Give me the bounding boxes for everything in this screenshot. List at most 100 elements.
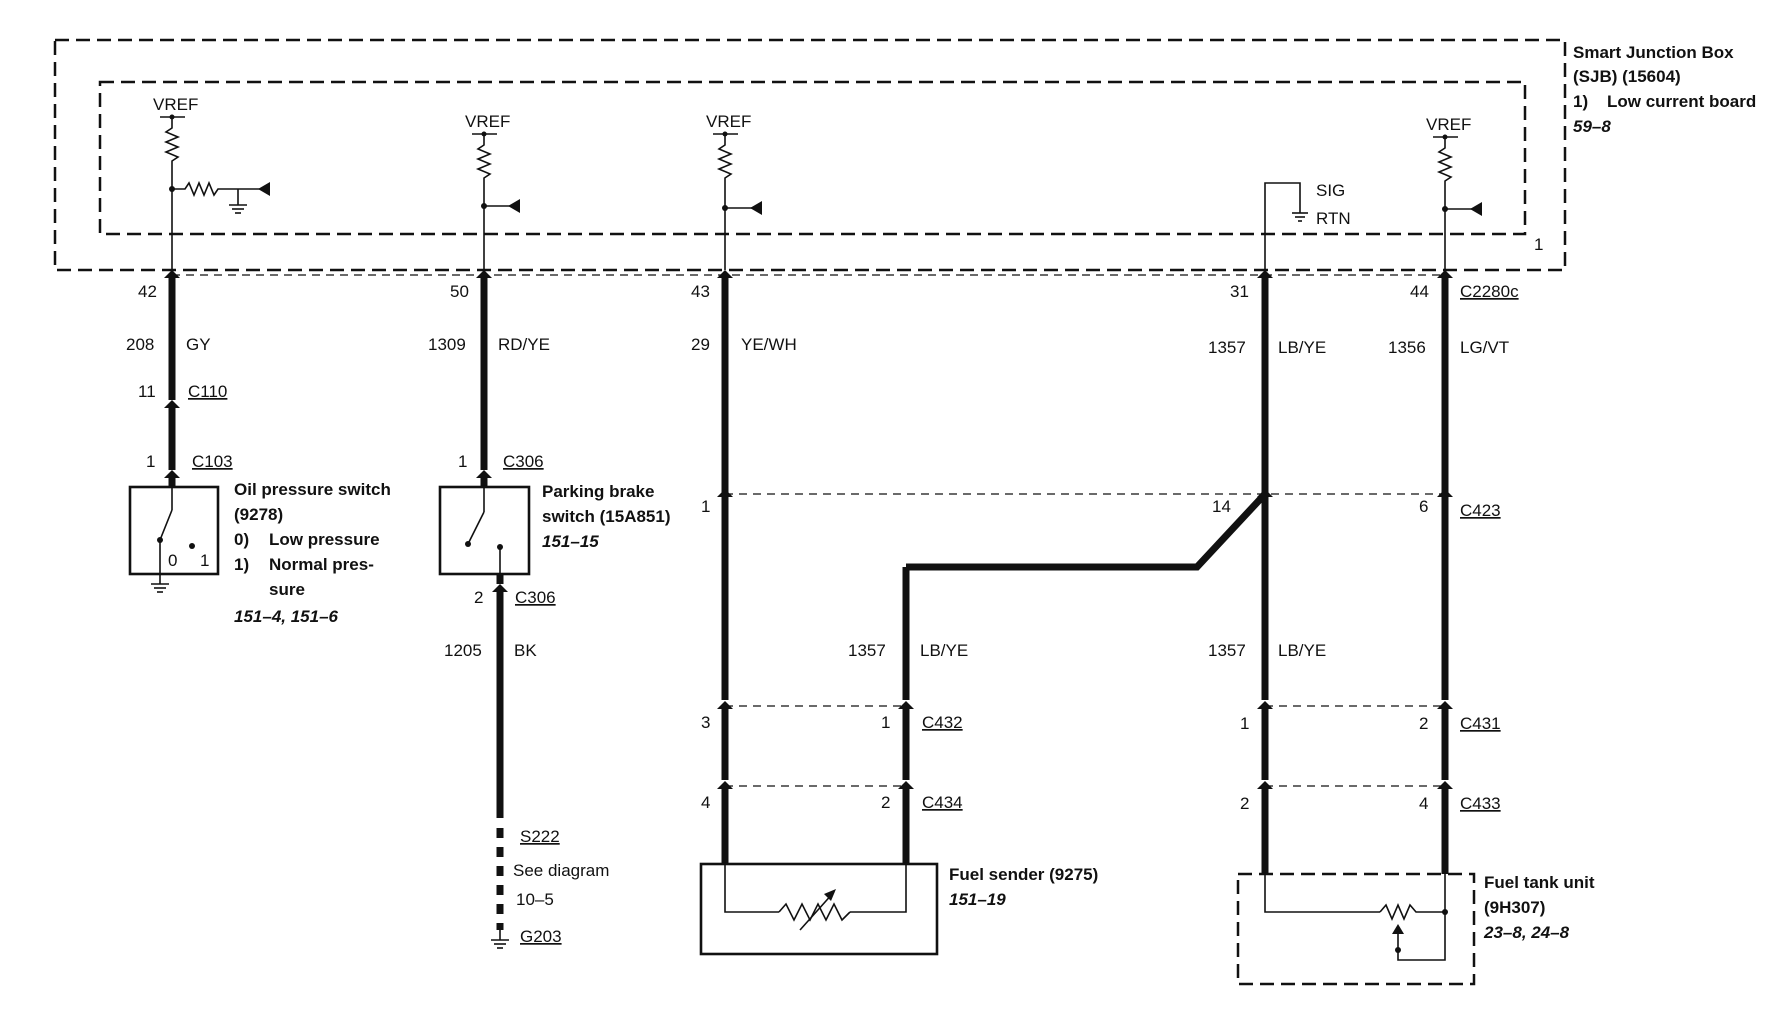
fuel-tank-part: (9H307): [1484, 898, 1545, 917]
circuit-number: 29: [691, 335, 710, 354]
sjb-vref-circuit-5: VREF: [1426, 115, 1482, 270]
pullup-resistor: [475, 134, 493, 270]
ground-symbol: [229, 204, 247, 214]
input-arrow: [258, 182, 270, 196]
pin-number: 44: [1410, 282, 1429, 301]
c110-label: C110: [188, 382, 227, 401]
fuel-tank-unit: Fuel tank unit (9H307) 23–8, 24–8: [1236, 872, 1595, 986]
wire-color: GY: [186, 335, 211, 354]
circuit-number: 208: [126, 335, 154, 354]
wire-color: YE/WH: [741, 335, 797, 354]
c431-pin-a: 1: [1240, 714, 1249, 733]
brake-switch-name-a: Parking brake: [542, 482, 654, 501]
pin-number: 31: [1230, 282, 1249, 301]
switch-contact-arm: [159, 509, 173, 541]
connector-c433: 2 4 C433: [1240, 781, 1501, 874]
sjb-inner-board-boundary: [98, 80, 1527, 236]
sjb-sig-rtn-circuit: SIG RTN: [1264, 181, 1351, 270]
variable-resistor: [778, 902, 851, 922]
fuel-sender: Fuel sender (9275) 151–19: [699, 862, 1098, 956]
fuel-tank-unit-body: [1236, 872, 1476, 986]
connector-c431: 1 2 C431: [1240, 701, 1501, 780]
splice-s222: S222 See diagram 10–5: [496, 827, 609, 930]
wire-color: RD/YE: [498, 335, 550, 354]
sig-label: SIG: [1316, 181, 1345, 200]
c432-label: C432: [922, 713, 963, 732]
vref-label: VREF: [465, 112, 510, 131]
c433-pin-a: 2: [1240, 794, 1249, 813]
c423-label: C423: [1460, 501, 1501, 520]
rtn-label: RTN: [1316, 209, 1351, 228]
ground-wire-color: BK: [514, 641, 537, 660]
sjb-state-number: 1): [1573, 92, 1588, 111]
pin-number: 43: [691, 282, 710, 301]
sjb-part-number: (SJB) (15604): [1573, 67, 1681, 86]
switch-position-0: 0: [168, 551, 177, 570]
switch-contact-arm: [467, 511, 485, 545]
wire-color: LG/VT: [1460, 338, 1509, 357]
c110-pin: 11: [138, 382, 156, 401]
sjb-vref-circuit-1: VREF: [153, 95, 270, 270]
vref-label: VREF: [706, 112, 751, 131]
lower-left-color: LB/YE: [920, 641, 968, 660]
wire-color: LB/YE: [1278, 338, 1326, 357]
c433-pin-b: 4: [1419, 794, 1428, 813]
splice-label: S222: [520, 827, 560, 846]
sjb-vref-circuit-3: VREF: [706, 112, 762, 270]
vref-label: VREF: [1426, 115, 1471, 134]
lower-right-circuit: 1357: [1208, 641, 1246, 660]
pin-number: 50: [450, 282, 469, 301]
ground-symbol: [151, 583, 169, 593]
c432-pin-a: 3: [701, 713, 710, 732]
sjb-outer-boundary: [53, 38, 1567, 272]
ground-symbol: [1292, 212, 1308, 222]
c434-pin-a: 4: [701, 793, 710, 812]
circuit-number: 1357: [1208, 338, 1246, 357]
fuel-sender-name: Fuel sender (9275): [949, 865, 1098, 884]
circuit-parking-brake: 50 1309 RD/YE 1 C306 Parking brake switc…: [428, 278, 671, 949]
circuit-oil-pressure: 42 208 GY 11 C110 1 C103 0 1 Oil pressur…: [126, 278, 391, 626]
c431-label: C431: [1460, 714, 1501, 733]
oil-switch-state0-label: Low pressure: [269, 530, 380, 549]
c306-top-pin: 1: [458, 452, 467, 471]
circuit-number: 1309: [428, 335, 466, 354]
connector-c423: 14 6 C423: [717, 489, 1501, 520]
sense-resistor: [172, 180, 270, 198]
pullup-resistor: [716, 134, 734, 270]
switch-position-1: 1: [200, 551, 209, 570]
oil-switch-state1-label-b: sure: [269, 580, 305, 599]
sjb-title: Smart Junction Box: [1573, 43, 1734, 62]
lower-left-circuit: 1357: [848, 641, 886, 660]
c306-bot-pin: 2: [474, 588, 483, 607]
c434-label: C434: [922, 793, 963, 812]
c423-pin-mid: 14: [1212, 497, 1231, 516]
connector-c2280c-label: C2280c: [1460, 282, 1519, 301]
c103-pin: 1: [146, 452, 155, 471]
fuel-sender-ref: 151–19: [949, 890, 1006, 909]
input-arrow: [1470, 202, 1482, 216]
ground-circuit-number: 1205: [444, 641, 482, 660]
input-arrow: [750, 201, 762, 215]
ground-symbol: [491, 939, 509, 949]
pullup-resistor: [163, 117, 181, 270]
pin-number: 42: [138, 282, 157, 301]
lower-right-color: LB/YE: [1278, 641, 1326, 660]
c423-pin-left: 1: [701, 497, 710, 516]
input-arrow: [508, 199, 520, 213]
oil-switch-name: Oil pressure switch: [234, 480, 391, 499]
splice-see-diagram: See diagram: [513, 861, 609, 880]
connector-c2280c: C2280c: [164, 270, 1519, 301]
oil-switch-state0-num: 0): [234, 530, 249, 549]
fuel-sender-body: [699, 862, 939, 956]
c434-pin-b: 2: [881, 793, 890, 812]
c423-pin-right: 6: [1419, 497, 1428, 516]
sjb-page-ref: 59–8: [1573, 117, 1611, 136]
ground-g203: G203: [520, 927, 562, 946]
sjb-vref-circuit-2: VREF: [465, 112, 520, 270]
oil-switch-ref: 151–4, 151–6: [234, 607, 339, 626]
sjb-state-label: Low current board: [1607, 92, 1756, 111]
pullup-resistor: [1436, 137, 1454, 270]
fuel-tank-ref: 23–8, 24–8: [1483, 923, 1570, 942]
c432-pin-b: 1: [881, 713, 890, 732]
